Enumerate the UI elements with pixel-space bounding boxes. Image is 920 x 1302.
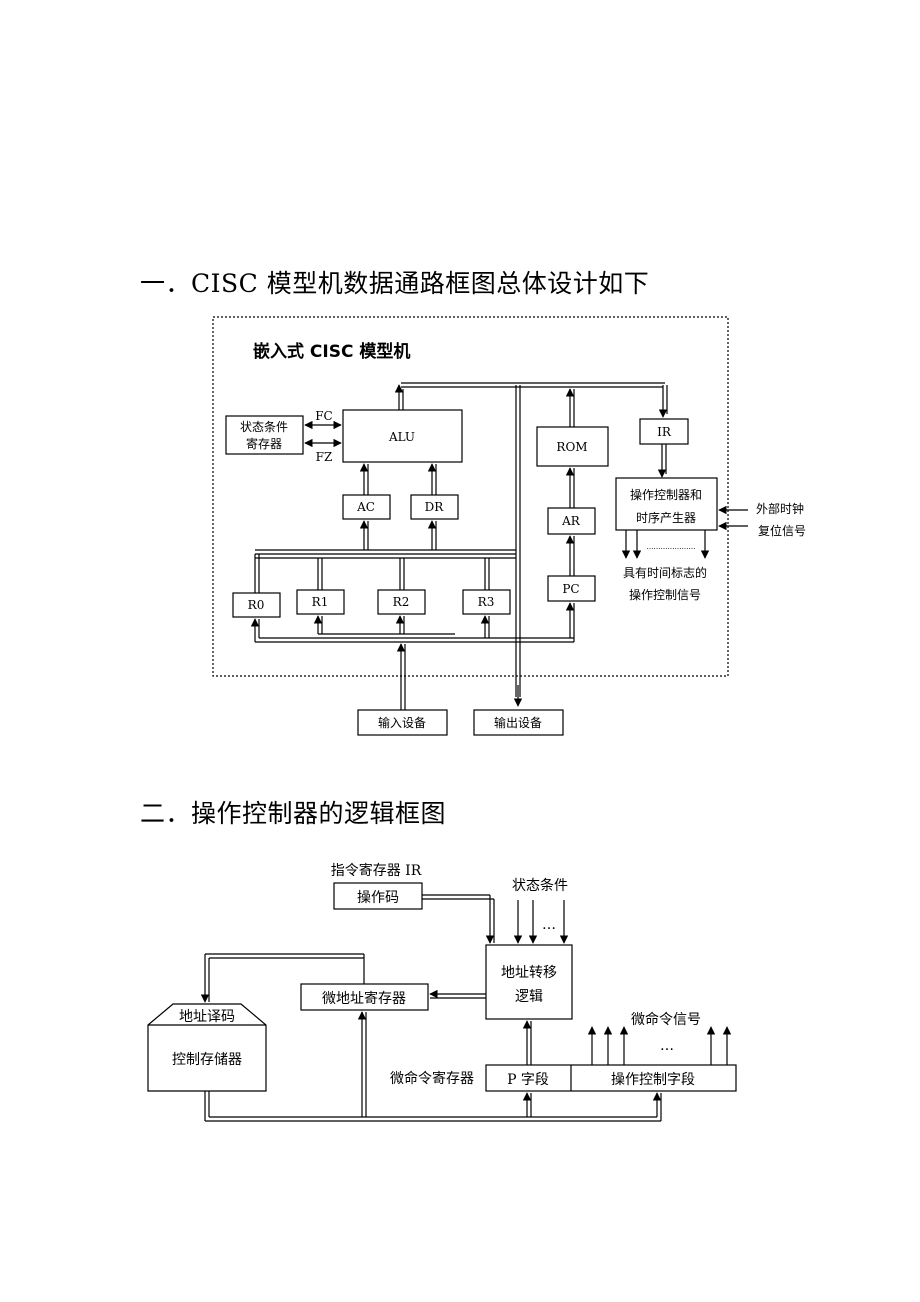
- status-reg-label-1: 状态条件: [240, 420, 288, 434]
- rom-label: ROM: [556, 440, 587, 454]
- op-ctrl-label-2: 时序产生器: [636, 510, 696, 525]
- addr-logic-label-1: 地址转移: [501, 965, 557, 981]
- status-cond-label: 状态条件: [512, 877, 568, 894]
- ac-label: AC: [356, 500, 375, 514]
- status-dots: …: [542, 917, 556, 933]
- ir-label: IR: [657, 425, 672, 439]
- input-device-label: 输入设备: [378, 715, 426, 730]
- timed-signals-label-1: 具有时间标志的: [623, 565, 707, 580]
- model-machine-frame: [212, 316, 729, 677]
- status-reg-label-2: 寄存器: [246, 436, 282, 451]
- datapath-diagram: [212, 316, 748, 736]
- r2-label: R2: [393, 595, 410, 609]
- addr-decode-label: 地址译码: [179, 1009, 235, 1025]
- opcode-label: 操作码: [357, 890, 399, 906]
- output-device-label: 输出设备: [494, 715, 542, 730]
- r1-label: R1: [312, 595, 329, 609]
- op-ctrl-label-1: 操作控制器和: [630, 487, 702, 502]
- r3-label: R3: [478, 595, 495, 609]
- fz-label: FZ: [316, 450, 333, 464]
- frame-title: 嵌入式 CISC 模型机: [253, 341, 410, 362]
- micro-cmd-signal-label: 微命令信号: [631, 1011, 701, 1028]
- reset-label: 复位信号: [758, 523, 806, 538]
- micro-cmd-dots: …: [660, 1038, 674, 1054]
- timed-signals-label-2: 操作控制信号: [629, 587, 701, 602]
- fc-label: FC: [315, 409, 333, 423]
- pc-label: PC: [562, 582, 579, 596]
- micro-addr-reg-label: 微地址寄存器: [322, 990, 406, 1007]
- r0-label: R0: [248, 598, 265, 612]
- controller-diagram: [147, 882, 737, 1122]
- signal-dots: …………………: [647, 543, 696, 551]
- p-field-label: P 字段: [507, 1072, 549, 1088]
- ctrl-store-label: 控制存储器: [172, 1052, 242, 1068]
- op-ctrl-field-label: 操作控制字段: [611, 1072, 695, 1088]
- dr-label: DR: [425, 500, 445, 514]
- ir-label-2: 指令寄存器 IR: [331, 862, 422, 879]
- micro-cmd-reg-label: 微命令寄存器: [390, 1070, 474, 1087]
- section2-heading: 二．操作控制器的逻辑框图: [140, 799, 447, 828]
- section1-heading: 一．CISC 模型机数据通路框图总体设计如下: [140, 269, 650, 298]
- ar-label: AR: [561, 514, 581, 528]
- ext-clock-label: 外部时钟: [756, 501, 804, 516]
- alu-label: ALU: [388, 430, 415, 444]
- addr-logic-label-2: 逻辑: [515, 989, 543, 1005]
